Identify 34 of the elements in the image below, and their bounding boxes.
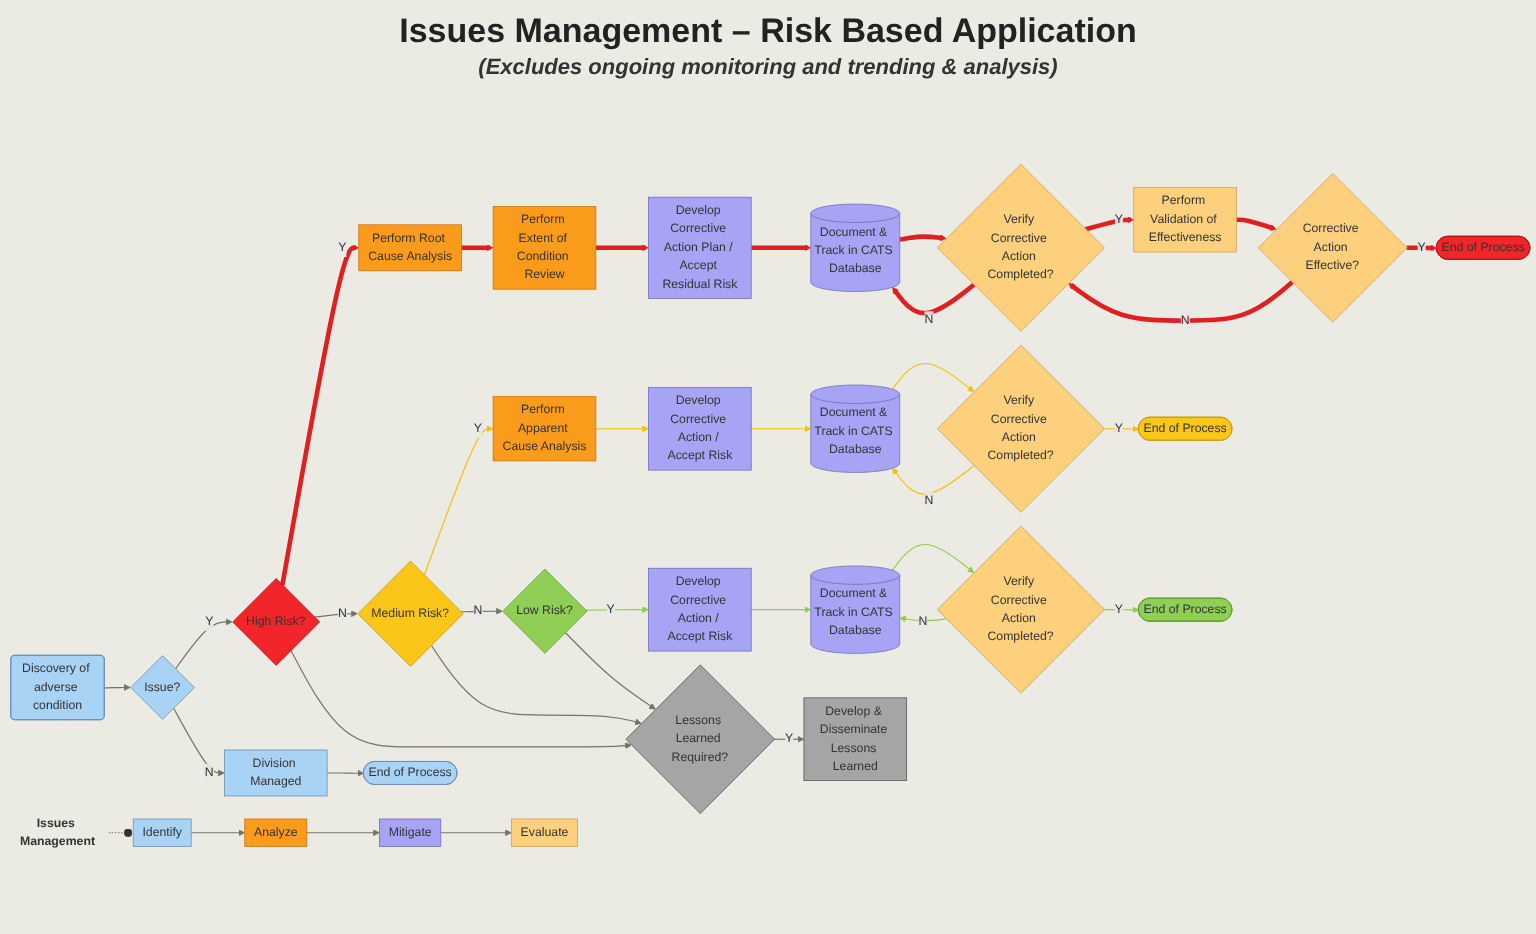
arrow (423, 425, 494, 576)
arrow (595, 425, 649, 433)
arrow (564, 631, 656, 710)
arrow (891, 362, 975, 393)
arrow (306, 829, 380, 837)
arrow (172, 707, 225, 777)
arrow (751, 244, 812, 252)
arrow (899, 234, 947, 242)
arrow (1103, 606, 1140, 614)
arrow (595, 244, 649, 252)
arrow (1084, 216, 1135, 232)
arrow (290, 649, 632, 749)
diagram-title: Issues Management – Risk Based Application (397, 12, 1139, 52)
arrow (1406, 244, 1438, 252)
arrow (750, 425, 812, 433)
arrow (773, 735, 805, 743)
arrow (174, 618, 233, 670)
arrow (892, 465, 975, 495)
arrow (750, 606, 812, 614)
arrow (326, 769, 365, 777)
arrow (1068, 280, 1294, 323)
arrow (1103, 425, 1140, 433)
arrow (430, 644, 642, 726)
arrow (1236, 217, 1277, 231)
arrow (280, 244, 360, 586)
arrow (892, 282, 976, 316)
diagram-caption: (Excludes ongoing monitoring and trending & analysis) (476, 56, 1060, 80)
arrow (104, 684, 131, 691)
arrow (440, 829, 512, 837)
arrow (190, 829, 246, 837)
arrow (891, 543, 975, 574)
arrow (461, 244, 494, 252)
arrow (585, 606, 649, 614)
connector (108, 828, 134, 838)
